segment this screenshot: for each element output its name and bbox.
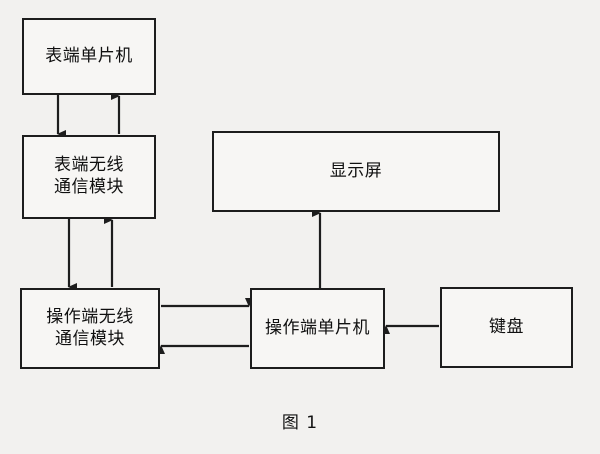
node-keyboard[interactable]: 键盘 [440,287,573,368]
node-meter-mcu[interactable]: 表端单片机 [22,18,156,95]
node-meter-wireless-module-label: 表端无线 通信模块 [54,155,124,197]
node-operator-mcu-label: 操作端单片机 [265,317,370,338]
node-meter-wireless-module[interactable]: 表端无线 通信模块 [22,135,156,219]
node-display-screen[interactable]: 显示屏 [212,131,500,212]
node-operator-wireless-module[interactable]: 操作端无线 通信模块 [20,288,160,369]
node-operator-wireless-module-label: 操作端无线 通信模块 [46,306,134,349]
figure-caption: 图 1 [281,413,319,433]
node-meter-mcu-label: 表端单片机 [45,45,133,66]
node-keyboard-label: 键盘 [489,316,524,337]
node-operator-mcu[interactable]: 操作端单片机 [250,288,385,369]
node-display-screen-label: 显示屏 [329,160,383,181]
